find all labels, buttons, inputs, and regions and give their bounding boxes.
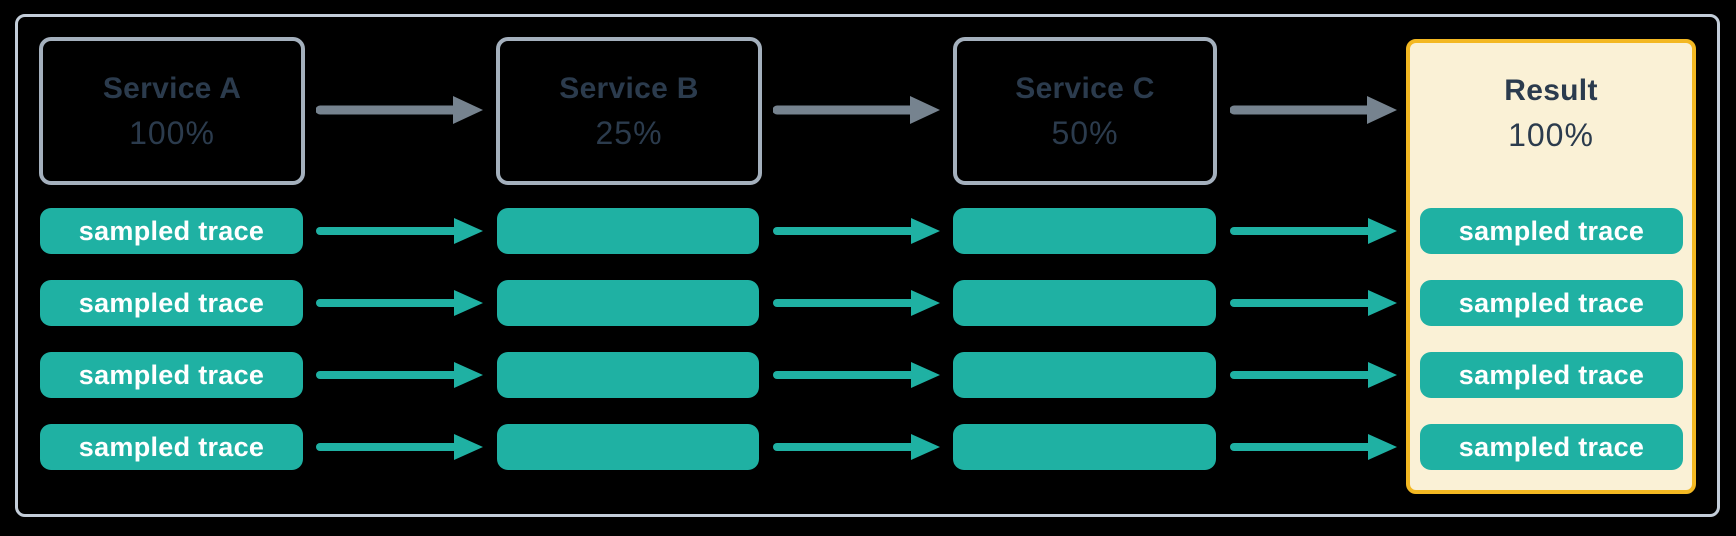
trace-bar — [953, 424, 1216, 470]
sampled-trace-pill: sampled trace — [40, 424, 303, 470]
arrow-right-icon — [1230, 213, 1398, 249]
service-a-rate: 100% — [129, 115, 215, 151]
sampled-trace-label: sampled trace — [78, 431, 265, 462]
arrow-right-icon — [316, 357, 484, 393]
trace-bar — [497, 208, 759, 254]
arrow-right-icon — [773, 429, 941, 465]
sampled-trace-pill: sampled trace — [1420, 352, 1683, 398]
service-b-box: Service B 25% — [496, 37, 762, 185]
arrow-right-icon — [773, 285, 941, 321]
sampled-trace-pill: sampled trace — [40, 280, 303, 326]
trace-bar — [497, 352, 759, 398]
sampled-trace-label: sampled trace — [1458, 359, 1645, 390]
sampled-trace-label: sampled trace — [1458, 431, 1645, 462]
sampled-trace-label: sampled trace — [78, 287, 265, 318]
arrow-right-icon — [1230, 92, 1398, 128]
service-c-title: Service C — [1015, 72, 1155, 105]
service-a-box: Service A 100% — [39, 37, 305, 185]
diagram-outer-frame — [15, 14, 1720, 517]
arrow-right-icon — [316, 92, 484, 128]
arrow-right-icon — [773, 213, 941, 249]
arrow-right-icon — [1230, 357, 1398, 393]
sampled-trace-pill: sampled trace — [40, 208, 303, 254]
result-title: Result — [1504, 74, 1598, 107]
result-box: Result 100% — [1406, 39, 1696, 494]
service-a-title: Service A — [102, 72, 242, 105]
sampled-trace-pill: sampled trace — [1420, 280, 1683, 326]
arrow-right-icon — [1230, 429, 1398, 465]
service-b-rate: 25% — [595, 115, 663, 151]
sampled-trace-label: sampled trace — [78, 215, 265, 246]
arrow-right-icon — [1230, 285, 1398, 321]
service-b-title: Service B — [559, 72, 699, 105]
sampled-trace-label: sampled trace — [78, 359, 265, 390]
trace-bar — [497, 280, 759, 326]
trace-bar — [953, 352, 1216, 398]
result-rate: 100% — [1508, 117, 1594, 153]
arrow-right-icon — [316, 429, 484, 465]
sampled-trace-pill: sampled trace — [40, 352, 303, 398]
service-c-rate: 50% — [1051, 115, 1119, 151]
arrow-right-icon — [316, 285, 484, 321]
sampled-trace-pill: sampled trace — [1420, 424, 1683, 470]
trace-bar — [953, 208, 1216, 254]
sampled-trace-pill: sampled trace — [1420, 208, 1683, 254]
trace-bar — [953, 280, 1216, 326]
arrow-right-icon — [316, 213, 484, 249]
arrow-right-icon — [773, 92, 941, 128]
trace-bar — [497, 424, 759, 470]
sampled-trace-label: sampled trace — [1458, 287, 1645, 318]
sampled-trace-label: sampled trace — [1458, 215, 1645, 246]
service-c-box: Service C 50% — [953, 37, 1217, 185]
arrow-right-icon — [773, 357, 941, 393]
